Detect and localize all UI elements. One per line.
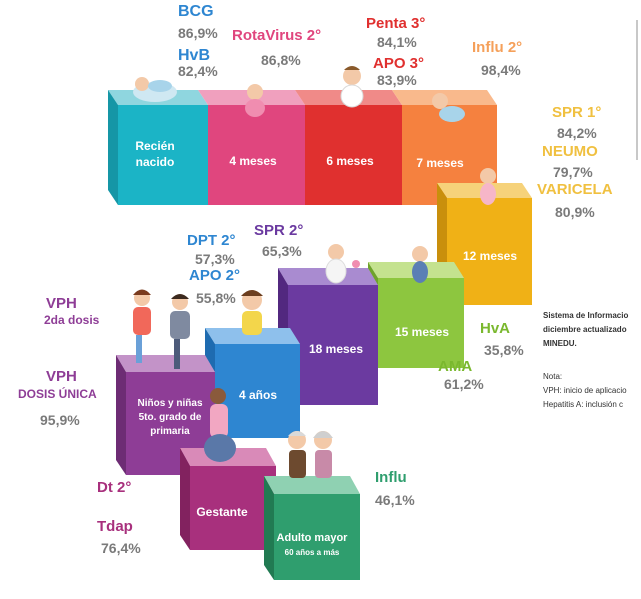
cube-kids-label-3: primaria <box>150 426 190 437</box>
vaccine-ama-pct: 61,2% <box>444 376 484 392</box>
vaccine-vph-single-pct: 95,9% <box>40 412 80 428</box>
note-title: Nota: <box>543 372 563 381</box>
vaccine-rotavirus-pct: 86,8% <box>261 52 301 68</box>
source-line-2: diciembre actualizado <box>543 325 627 334</box>
cube-12-months-label: 12 meses <box>463 249 517 263</box>
vaccine-penta-pct: 84,1% <box>377 34 417 50</box>
vaccine-dpt2-pct: 57,3% <box>195 251 235 267</box>
baby-crawling-icon <box>432 93 465 122</box>
vaccine-tdap-label: Tdap <box>97 518 133 535</box>
cube-15-months-label: 15 meses <box>395 325 449 339</box>
cube-newborn-label-1: Recién <box>135 139 174 153</box>
vaccine-spr1-label: SPR 1° <box>552 104 602 121</box>
vaccine-apo2-pct: 55,8% <box>196 290 236 306</box>
toddler-standing-icon <box>412 246 428 283</box>
vaccine-bcg-pct: 86,9% <box>178 25 218 41</box>
cube-elder-label-2: 60 años a más <box>285 548 340 557</box>
vaccine-varicela-pct: 80,9% <box>555 204 595 220</box>
vaccine-neumo-pct: 79,7% <box>553 164 593 180</box>
cube-newborn: Recién nacido <box>108 90 208 205</box>
vaccine-spr2-label: SPR 2° <box>254 222 304 239</box>
vaccine-influ2-label: Influ 2° <box>472 39 523 56</box>
cube-12-months: 12 meses <box>437 183 532 305</box>
child-icon <box>241 290 263 335</box>
vaccine-influ-pct: 46,1% <box>375 492 415 508</box>
vaccine-influ-label: Influ <box>375 469 407 486</box>
vaccine-apo3-pct: 83,9% <box>377 72 417 88</box>
children-icon <box>133 289 190 369</box>
vaccine-hva-label: HvA <box>480 320 511 337</box>
vaccine-spr2-pct: 65,3% <box>262 243 302 259</box>
vaccine-vph-single-label: VPH <box>46 368 77 385</box>
cube-6-months-label: 6 meses <box>326 154 374 168</box>
vaccine-hvb-label: HvB <box>178 47 211 64</box>
vaccine-influ2-pct: 98,4% <box>481 62 521 78</box>
vaccine-tdap-pct: 76,4% <box>101 540 141 556</box>
vaccine-vph-label: VPH <box>46 295 77 312</box>
toddler-rattle-icon <box>325 244 360 284</box>
vaccine-dt2-label: Dt 2° <box>97 479 132 496</box>
source-line-1: Sistema de Informacio <box>543 311 629 320</box>
note-vph: VPH: inicio de aplicacio <box>543 386 627 395</box>
cube-kids-label-2: 5to. grado de <box>139 412 202 423</box>
source-line-3: MINEDU. <box>543 339 577 348</box>
vaccine-penta-label: Penta 3° <box>366 15 426 32</box>
pregnant-woman-icon <box>204 388 236 462</box>
note-hepatitis-a: Hepatitis A: inclusión c <box>543 400 624 409</box>
vaccine-apo3-label: APO 3° <box>373 55 425 72</box>
edge-divider <box>636 20 638 160</box>
baby-sitting-icon <box>245 84 265 117</box>
vaccine-hvb-pct: 82,4% <box>178 63 218 79</box>
cube-4-months-label: 4 meses <box>229 154 277 168</box>
vaccine-ama-label: AMA <box>438 358 473 375</box>
vaccine-dpt2-label: DPT 2° <box>187 232 236 249</box>
vaccine-neumo-label: NEUMO <box>542 143 598 160</box>
baby-sitting-icon <box>340 66 364 108</box>
vaccine-bcg-label: BCG <box>178 3 214 20</box>
vaccine-spr1-pct: 84,2% <box>557 125 597 141</box>
toddler-standing-icon <box>480 168 496 205</box>
cube-newborn-label-2: nacido <box>136 155 175 169</box>
elderly-couple-icon <box>288 431 333 478</box>
cube-elder: Adulto mayor 60 años a más <box>264 476 360 580</box>
vaccine-vph-2nd-dose-label: 2da dosis <box>44 313 100 327</box>
cube-7-months: 7 meses <box>392 90 497 205</box>
baby-sleeping-icon <box>133 77 177 102</box>
cube-kids-label-1: Niños y niñas <box>137 398 202 409</box>
vaccine-hva-pct: 35,8% <box>484 342 524 358</box>
cube-pregnant: Gestante <box>180 448 276 550</box>
vaccine-rotavirus-label: RotaVirus 2° <box>232 27 322 44</box>
cube-4-years: 4 años <box>205 328 300 438</box>
cube-18-months-label: 18 meses <box>309 342 363 356</box>
cube-7-months-label: 7 meses <box>416 156 464 170</box>
vaccine-vph-single-dose-label: DOSIS ÚNICA <box>18 387 97 401</box>
cube-elder-label-1: Adulto mayor <box>277 532 349 544</box>
vaccine-apo2-label: APO 2° <box>189 267 241 284</box>
cube-pregnant-label: Gestante <box>196 505 248 519</box>
vaccine-varicela-label: VARICELA <box>537 181 613 198</box>
cube-6-months: 6 meses <box>295 90 402 205</box>
cube-4-years-label: 4 años <box>239 388 277 402</box>
